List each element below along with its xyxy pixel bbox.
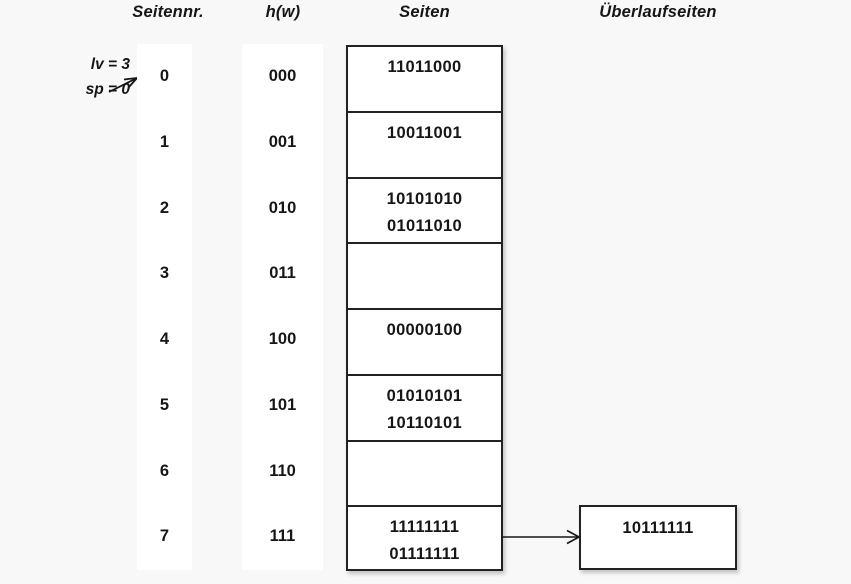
page-bucket-row: 10011001: [348, 113, 501, 179]
seitennr-column-background: [137, 44, 192, 570]
seitennr-cell: 0: [159, 67, 170, 85]
page-entry: 10101010: [386, 189, 463, 208]
column-header-hw: h(w): [265, 3, 301, 21]
seitennr-cell: 5: [159, 395, 170, 414]
page-entry: 01011010: [387, 216, 462, 235]
arrow-right-icon: [501, 529, 580, 545]
overflow-page-box: 10111111: [579, 505, 737, 570]
seitennr-cell: 2: [159, 198, 170, 217]
annotation-lv: lv = 3: [90, 56, 130, 73]
page-bucket-row: 00000100: [348, 310, 501, 376]
page-entry: 00000100: [386, 321, 463, 339]
page-entry: 01111111: [389, 545, 460, 564]
parameter-annotation: lv = 3 sp = 0: [34, 52, 130, 102]
hw-cell: 101: [268, 395, 297, 414]
column-header-seitennr: Seitennr.: [132, 3, 204, 21]
hw-cell: 100: [268, 330, 297, 348]
column-header-ueberlaufseiten: Überlaufseiten: [599, 3, 717, 21]
hw-cell: 000: [268, 67, 297, 85]
hw-cell: 111: [269, 527, 296, 546]
page-bucket-row: [348, 244, 501, 310]
page-entry: 11011000: [387, 58, 462, 76]
hw-cell: 011: [269, 264, 296, 283]
page-bucket-row: 10101010 01011010: [348, 179, 501, 245]
page-entry: 10011001: [387, 123, 462, 142]
page-entry: 10110101: [387, 413, 462, 432]
hw-cell: 010: [268, 198, 297, 217]
seitennr-cell: 3: [159, 264, 170, 283]
hw-column-background: [242, 44, 323, 570]
page-entry: 01010101: [386, 386, 463, 405]
page-bucket-row: 11011000: [348, 47, 501, 113]
page-bucket-row: 01010101 10110101: [348, 376, 501, 442]
page-bucket-row: 11111111 01111111: [348, 507, 501, 573]
hw-cell: 110: [269, 461, 296, 480]
seitennr-cell: 6: [159, 461, 170, 480]
pages-bucket-table: 11011000 10011001 10101010 01011010 0000…: [346, 45, 503, 571]
seitennr-cell: 7: [159, 527, 170, 546]
annotation-sp: sp = 0: [85, 81, 130, 98]
arrow-up-right-icon: [108, 77, 138, 93]
seitennr-cell: 4: [159, 330, 170, 348]
page-entry: 11111111: [389, 518, 460, 537]
overflow-entry: 10111111: [622, 519, 694, 537]
hw-cell: 001: [268, 132, 297, 151]
column-header-seiten: Seiten: [399, 3, 450, 21]
seitennr-cell: 1: [159, 132, 170, 151]
page-bucket-row: [348, 442, 501, 508]
